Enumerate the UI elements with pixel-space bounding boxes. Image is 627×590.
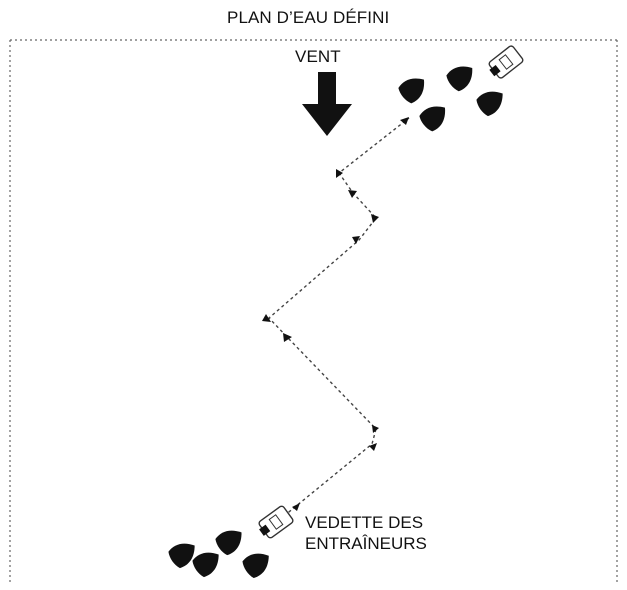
coach-boat-label-line-1: VEDETTE DES	[305, 513, 424, 532]
top-boat-3-icon	[419, 106, 446, 132]
course-arrow-left-top	[336, 169, 343, 178]
course-arrow-turn-right	[372, 425, 379, 433]
course-arrow-end	[400, 117, 409, 125]
top-boat-4-icon	[476, 91, 503, 117]
coach-boat-label-line-2: ENTRAÎNEURS	[305, 534, 427, 553]
bottom-boat-2-icon	[215, 530, 242, 556]
wind-label: VENT	[295, 47, 341, 66]
wind-arrow-icon	[302, 72, 352, 136]
top-boat-1-icon	[398, 78, 425, 104]
defined-water-area-boundary	[9, 39, 618, 582]
course-path	[267, 117, 410, 517]
coach-boat-label: VEDETTE DES ENTRAÎNEURS	[305, 512, 427, 554]
course-turn-markers	[262, 117, 409, 511]
course-arrow-left-turn	[262, 314, 271, 322]
course-arrow-right-turn	[371, 214, 379, 223]
top-boat-group	[398, 45, 524, 132]
top-boat-2-icon	[446, 66, 473, 92]
top-coach-boat-icon	[488, 45, 524, 79]
course-arrow-start	[292, 503, 300, 511]
course-arrow-upper-mid	[352, 236, 360, 244]
bottom-boat-4-icon	[242, 553, 269, 579]
bottom-boat-1-icon	[168, 543, 195, 569]
course-arrow-upper-left	[348, 190, 357, 198]
bottom-boat-3-icon	[192, 552, 219, 578]
course-arrow-mid	[283, 333, 292, 342]
bottom-coach-boat-icon	[258, 505, 294, 539]
course-arrow-upper-right	[369, 443, 377, 451]
diagram-title: PLAN D’EAU DÉFINI	[227, 8, 390, 27]
bottom-boat-group	[168, 505, 294, 579]
